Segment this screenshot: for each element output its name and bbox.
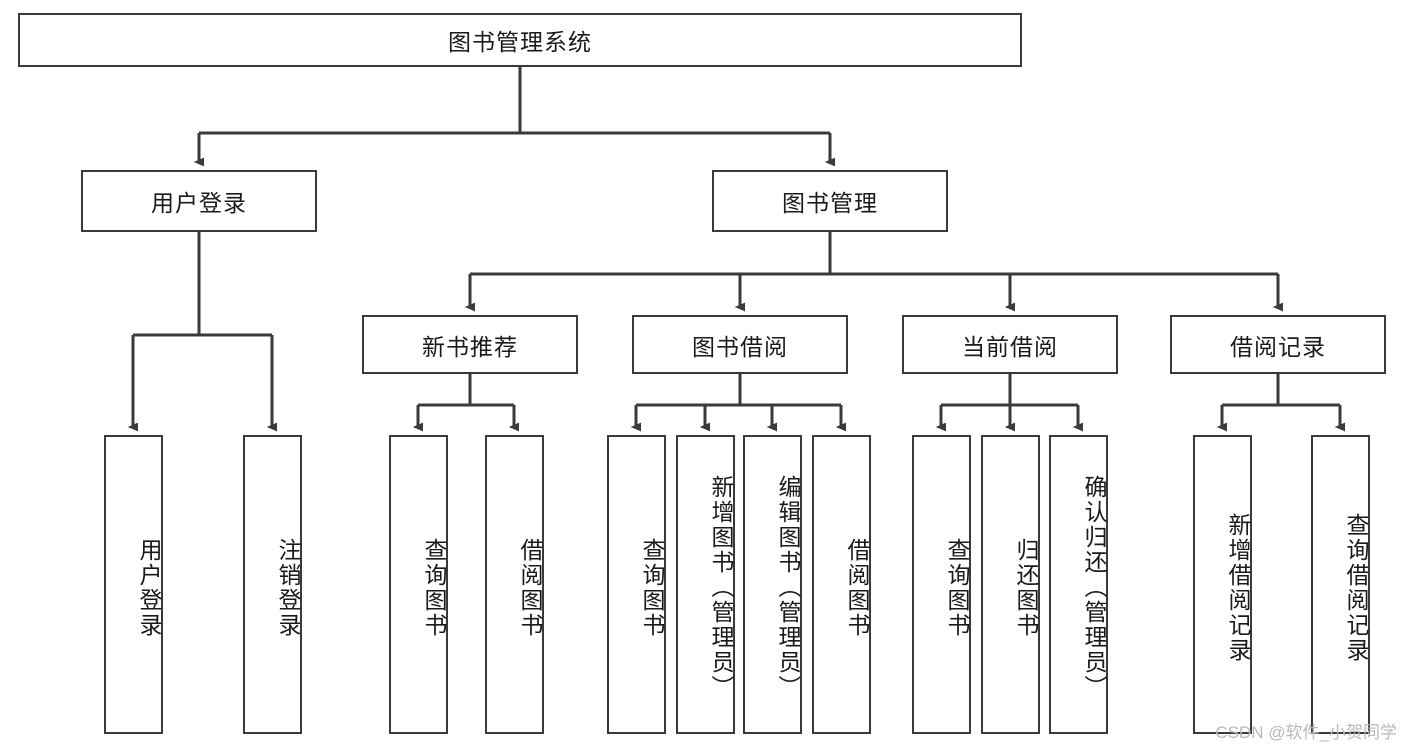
leaf-add-borrow-record[interactable]: 新增借阅记录 — [1193, 435, 1252, 734]
node-label: 注销登录 — [275, 537, 301, 638]
leaf-add-book-admin[interactable]: 新增图书（管理员） — [676, 435, 735, 734]
node-borrow-record[interactable]: 借阅记录 — [1170, 315, 1386, 374]
node-label: 当前借阅 — [962, 333, 1058, 360]
node-label: 新书推荐 — [422, 333, 518, 360]
node-label: 借阅图书 — [517, 537, 543, 638]
node-label: 图书管理 — [782, 190, 878, 216]
node-label: 查询图书 — [639, 537, 665, 638]
node-book-management[interactable]: 图书管理 — [712, 170, 948, 232]
node-label: 确认归还（管理员） — [1081, 475, 1107, 700]
node-label: 查询借阅记录 — [1343, 512, 1369, 663]
leaf-user-login[interactable]: 用户登录 — [104, 435, 163, 734]
leaf-logout[interactable]: 注销登录 — [243, 435, 302, 734]
leaf-edit-book-admin[interactable]: 编辑图书（管理员） — [743, 435, 802, 734]
node-label: 借阅记录 — [1230, 333, 1326, 360]
watermark: CSDN @软件_小贺同学 — [1215, 723, 1397, 742]
node-label: 归还图书 — [1013, 537, 1039, 638]
node-label: 图书借阅 — [692, 333, 788, 360]
leaf-query-borrow-record[interactable]: 查询借阅记录 — [1311, 435, 1370, 734]
node-label: 查询图书 — [944, 537, 970, 638]
node-book-borrow[interactable]: 图书借阅 — [632, 315, 848, 374]
node-label: 用户登录 — [151, 190, 247, 216]
node-label: 用户登录 — [136, 537, 162, 638]
leaf-borrow-book[interactable]: 借阅图书 — [812, 435, 871, 734]
node-label: 图书管理系统 — [448, 29, 592, 55]
leaf-return-book[interactable]: 归还图书 — [981, 435, 1040, 734]
leaf-query-book-borrow[interactable]: 查询图书 — [607, 435, 666, 734]
leaf-query-book-recommend[interactable]: 查询图书 — [389, 435, 448, 734]
node-label: 新增借阅记录 — [1225, 512, 1251, 663]
leaf-confirm-return-admin[interactable]: 确认归还（管理员） — [1049, 435, 1108, 734]
node-root-system[interactable]: 图书管理系统 — [18, 13, 1022, 67]
leaf-borrow-book-recommend[interactable]: 借阅图书 — [485, 435, 544, 734]
node-new-book-recommend[interactable]: 新书推荐 — [362, 315, 578, 374]
node-label: 借阅图书 — [844, 537, 870, 638]
node-user-login[interactable]: 用户登录 — [81, 170, 317, 232]
node-label: 编辑图书（管理员） — [775, 475, 801, 700]
node-current-borrow[interactable]: 当前借阅 — [902, 315, 1118, 374]
node-label: 新增图书（管理员） — [708, 475, 734, 700]
leaf-query-book-current[interactable]: 查询图书 — [912, 435, 971, 734]
node-label: 查询图书 — [421, 537, 447, 638]
